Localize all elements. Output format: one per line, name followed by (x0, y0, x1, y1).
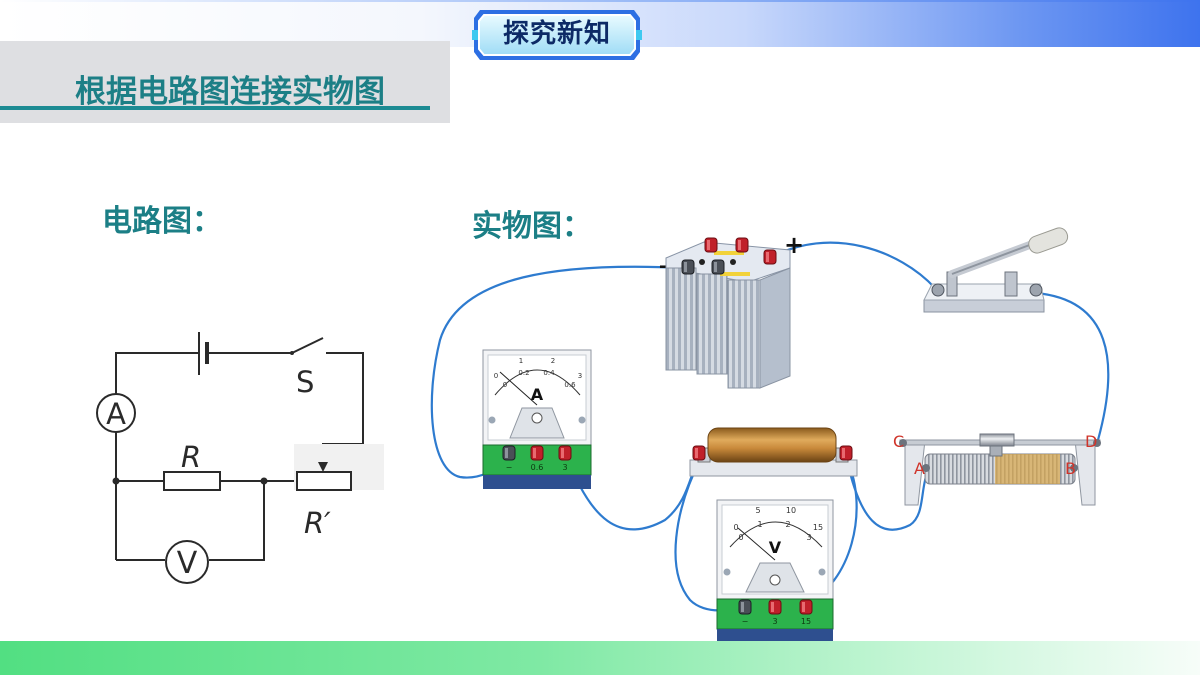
page-title: 根据电路图连接实物图 (75, 74, 385, 110)
ammeter-letter: A (531, 385, 544, 404)
title-underline (0, 106, 430, 110)
section-badge (472, 10, 642, 60)
top-accent-line (0, 0, 1200, 2)
voltmeter-terminal-15: 15 (801, 617, 811, 626)
junction-left (112, 477, 120, 485)
battery-positive-sign: + (784, 231, 804, 259)
voltmeter-scale-top-1: 5 (755, 506, 760, 515)
switch-label: S (296, 365, 314, 399)
section-badge-label: 探究新知 (502, 19, 611, 49)
wire-resistor-to-rheostat (845, 459, 930, 531)
ammeter-scale-bottom-3: 0.6 (564, 381, 576, 389)
ammeter-scale-top-2: 2 (551, 357, 555, 365)
voltmeter-scale-bottom-0: 0 (738, 533, 743, 542)
resistor-label: R (181, 440, 201, 474)
rheostat-terminal-d: D (1085, 432, 1097, 451)
voltmeter-scale-bottom-2: 2 (785, 520, 790, 529)
rheostat-terminal-a: A (914, 459, 925, 478)
slide-rheostat (899, 433, 1101, 506)
wire-switch-to-rheostat (1035, 291, 1110, 441)
battery-negative-sign: - (659, 256, 666, 277)
fixed-resistor (689, 427, 858, 477)
ammeter-scale-bottom-1: 0.2 (518, 369, 529, 377)
wire-battery-to-ammeter (430, 265, 686, 479)
rheostat-body (296, 471, 352, 491)
voltmeter-scale-top-0: 0 (733, 523, 738, 532)
voltmeter-scale-top-3: 15 (813, 523, 823, 532)
junction-right (260, 477, 268, 485)
ammeter-symbol-letter: A (106, 397, 126, 431)
rheostat-terminal-c: C (893, 432, 904, 451)
voltmeter-terminal-neg: − (742, 617, 749, 626)
physical-label: 实物图： (472, 209, 592, 244)
ammeter-scale-bottom-2: 0.4 (543, 369, 555, 377)
voltmeter-terminal-3: 3 (772, 617, 777, 626)
voltmeter-symbol-letter: V (177, 546, 198, 581)
rheostat-label: R′ (304, 506, 331, 540)
switch-blade (291, 337, 324, 354)
wire-bottom-right (209, 481, 265, 561)
schematic-label: 电路图： (102, 204, 222, 239)
ammeter-scale-top-1: 1 (519, 357, 523, 365)
ammeter-terminal-0-6: 0.6 (531, 463, 544, 472)
voltmeter-symbol (165, 540, 209, 584)
resistor-r (163, 471, 221, 491)
rheostat-arrow (318, 462, 328, 472)
wire-top-left (115, 352, 199, 395)
ammeter-scale-bottom-0: 0 (503, 381, 507, 389)
ammeter-symbol (96, 393, 136, 433)
voltmeter-letter: V (769, 538, 782, 557)
rheostat-terminal-b: B (1065, 459, 1076, 478)
voltmeter-scale-bottom-3: 3 (806, 533, 811, 542)
voltmeter-device (716, 499, 834, 643)
ammeter-terminal-3: 3 (562, 463, 567, 472)
voltmeter-scale-bottom-1: 1 (757, 520, 762, 529)
ammeter-device (482, 349, 592, 489)
knife-switch (923, 227, 1069, 313)
voltmeter-scale-top-2: 10 (786, 506, 796, 515)
ammeter-scale-top-3: 3 (578, 372, 582, 380)
bottom-banner (0, 641, 1200, 675)
ammeter-terminal-neg: − (506, 463, 513, 472)
battery-pack (665, 237, 791, 389)
wire-battery-to-switch (769, 241, 936, 289)
ammeter-scale-top-0: 0 (494, 372, 498, 380)
